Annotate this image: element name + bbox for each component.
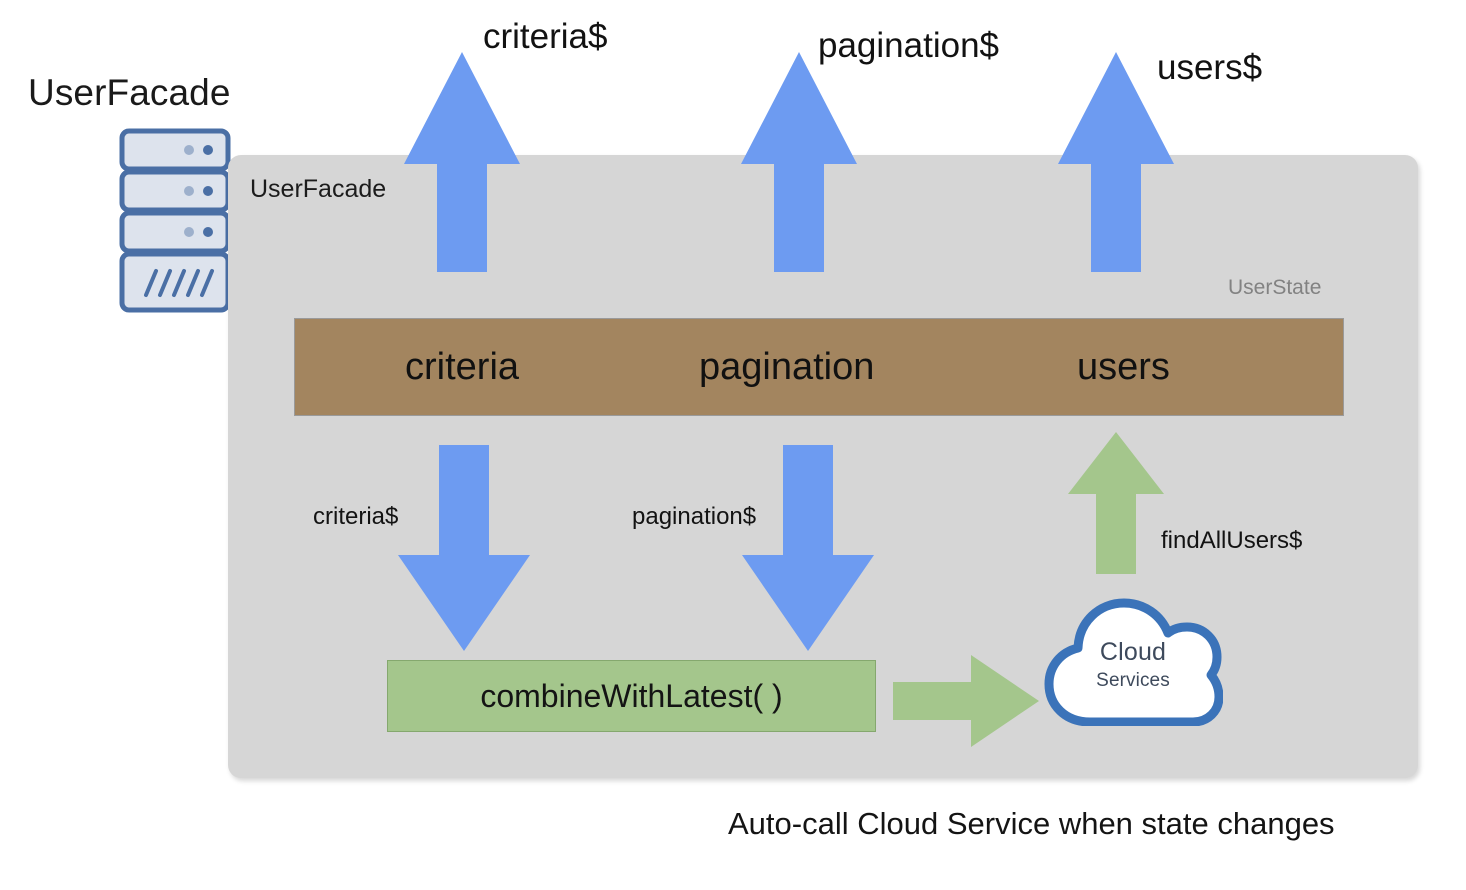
panel-label: UserFacade [250, 175, 387, 203]
state-prop-users: users [1077, 345, 1170, 388]
arrow-right-to-cloud [893, 655, 1039, 747]
up-arrow-users [1058, 52, 1174, 272]
state-prop-criteria: criteria [405, 345, 520, 388]
user-state-label: UserState [1228, 276, 1322, 299]
diagram-caption: Auto-call Cloud Service when state chang… [728, 806, 1335, 841]
cloud-services-icon: Cloud Services [1043, 594, 1223, 726]
stream-label-pagination: pagination$ [818, 26, 999, 65]
combine-operator-label: combineWithLatest( ) [480, 677, 783, 714]
up-arrow-criteria [404, 52, 520, 272]
stream-label-criteria: criteria$ [483, 17, 608, 56]
up-arrow-pagination [741, 52, 857, 272]
server-rack-icon [118, 128, 232, 313]
down-stream-label-criteria: criteria$ [313, 503, 399, 530]
state-prop-pagination: pagination [699, 345, 875, 388]
arrow-up-find-all-users [1068, 432, 1164, 574]
combine-operator-box: combineWithLatest( ) [387, 660, 876, 732]
user-state-bar: criteria pagination users [294, 318, 1344, 416]
down-arrow-criteria [398, 445, 530, 651]
page-title: UserFacade [28, 72, 231, 113]
down-arrow-pagination [742, 445, 874, 651]
stream-label-users: users$ [1157, 48, 1263, 87]
find-all-users-label: findAllUsers$ [1161, 527, 1303, 554]
down-stream-label-pagination: pagination$ [632, 503, 757, 530]
